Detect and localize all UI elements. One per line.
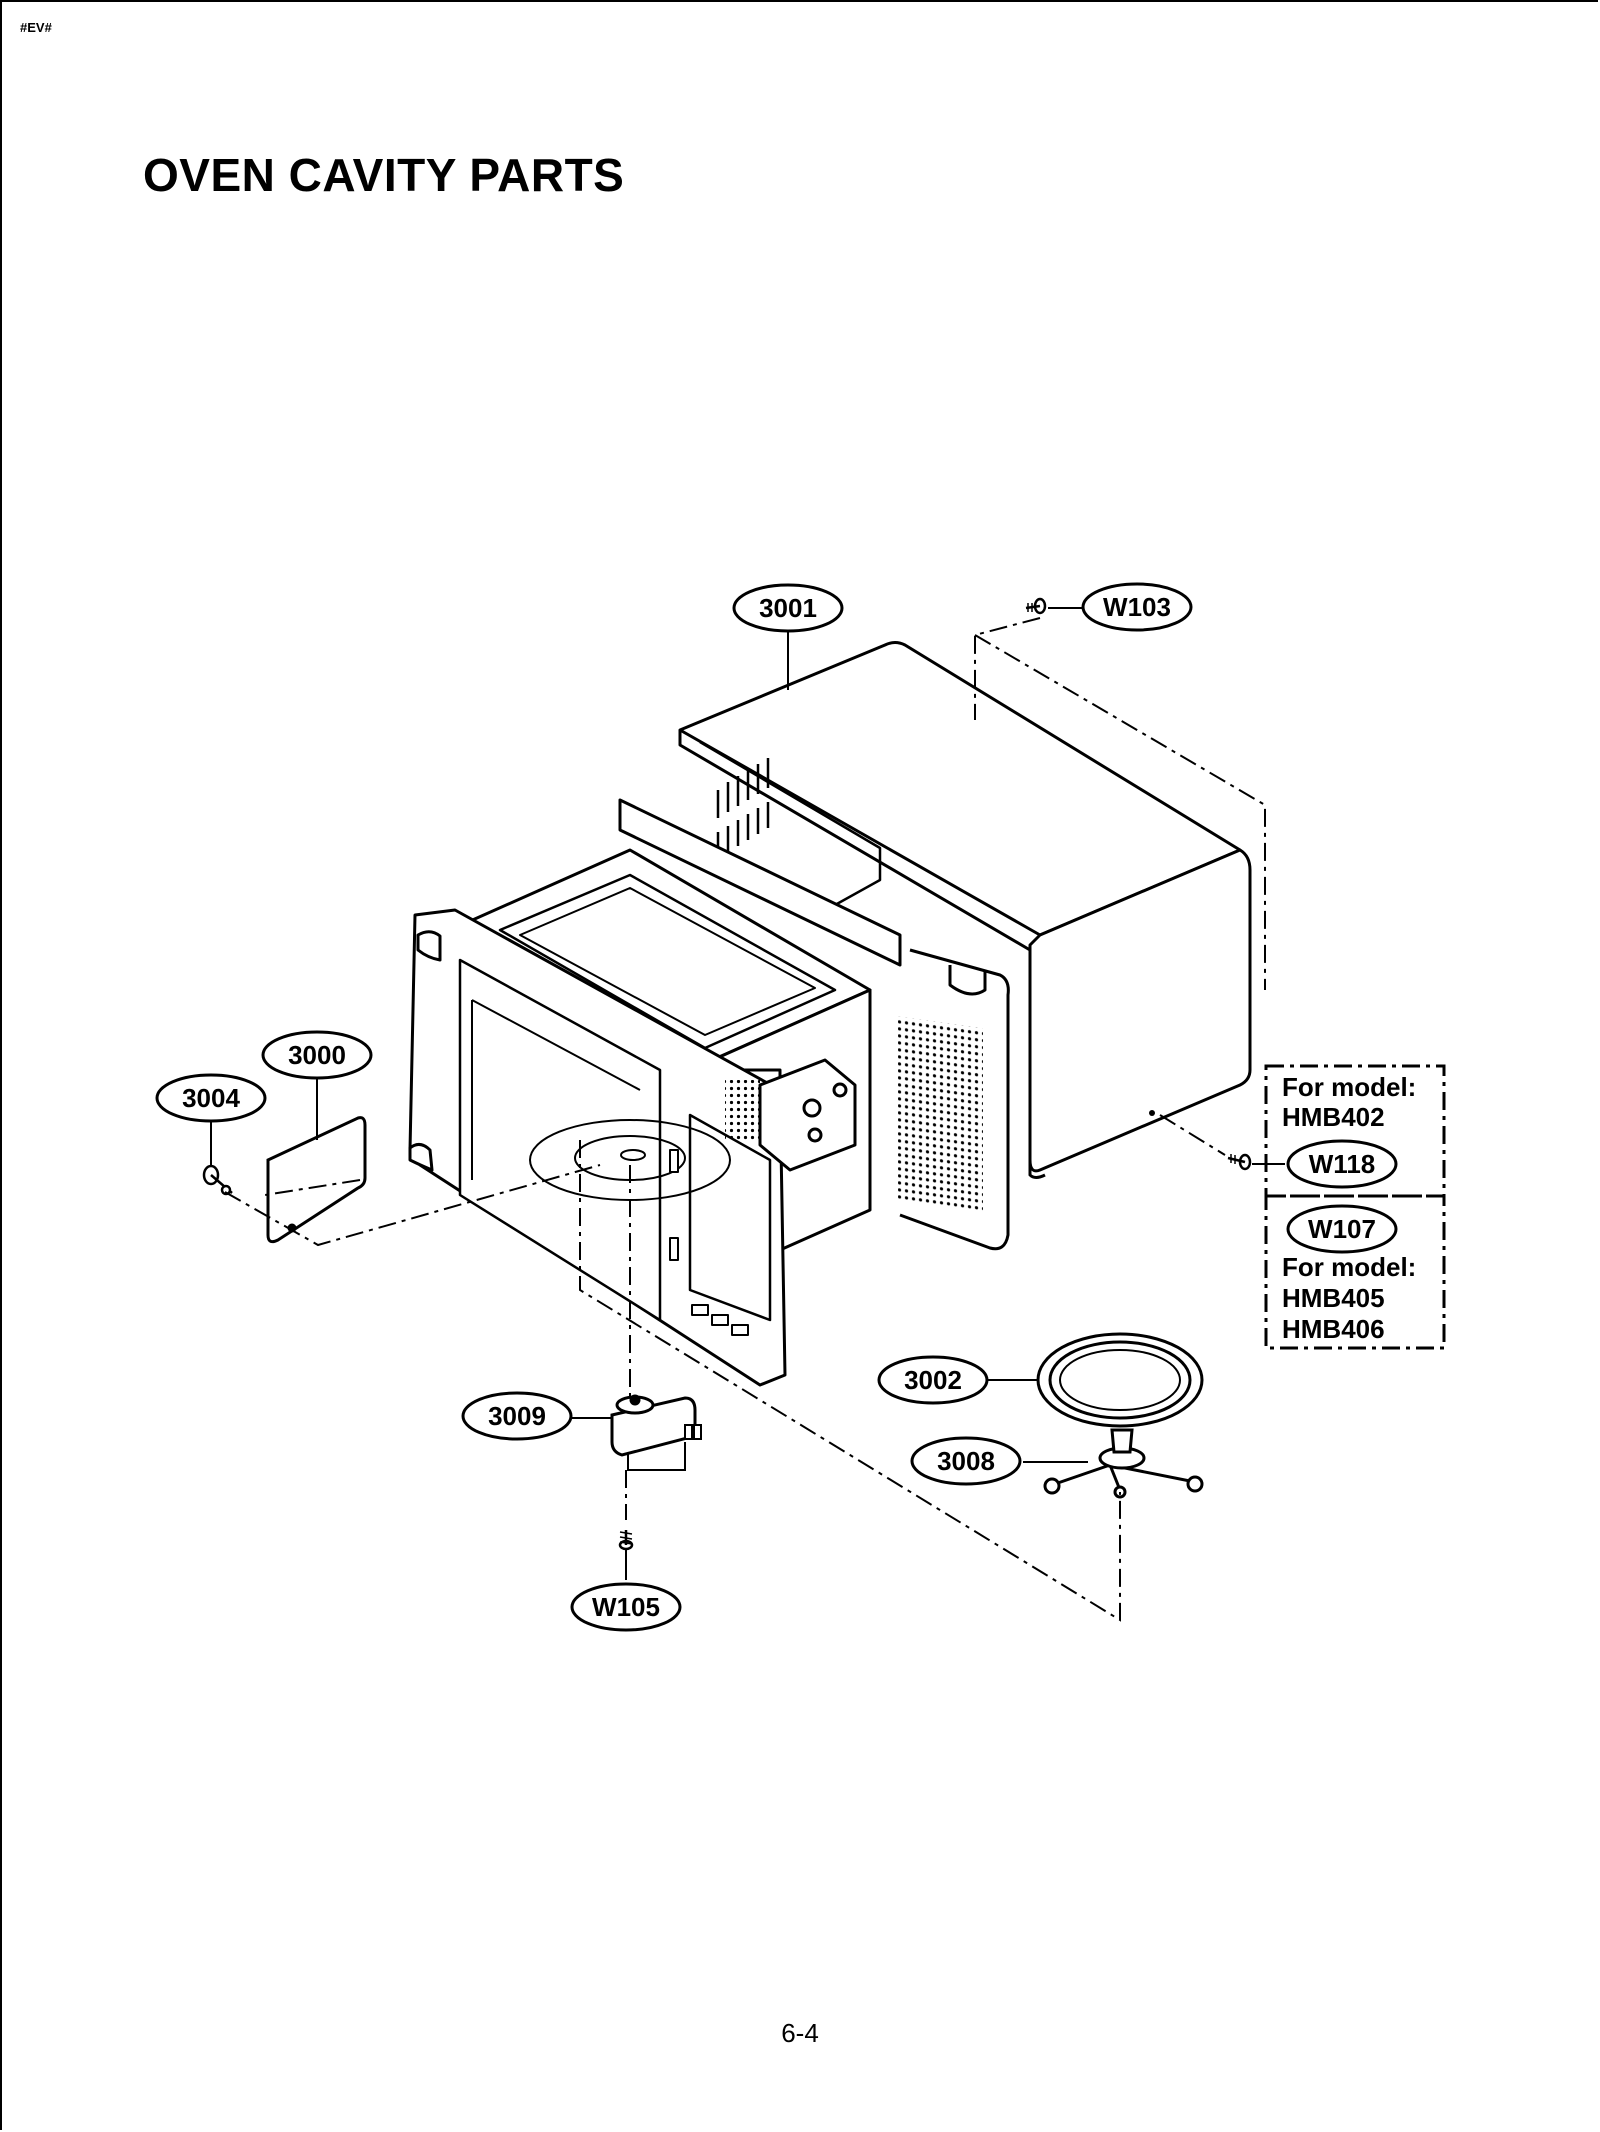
roller-guide bbox=[1043, 1428, 1204, 1499]
glass-tray bbox=[1036, 1332, 1204, 1428]
svg-text:W118: W118 bbox=[1309, 1149, 1376, 1179]
callout-3008: 3008 bbox=[910, 1436, 1022, 1486]
svg-text:3002: 3002 bbox=[904, 1365, 962, 1395]
callout-3001: 3001 bbox=[732, 583, 844, 633]
svg-text:W107: W107 bbox=[1308, 1214, 1376, 1244]
svg-text:For model:: For model: bbox=[1282, 1072, 1416, 1102]
screw-w118 bbox=[1227, 1153, 1252, 1171]
callout-3000: 3000 bbox=[261, 1030, 373, 1080]
callout-3009: 3009 bbox=[461, 1391, 573, 1441]
page-code: #EV# bbox=[20, 20, 52, 35]
svg-text:HMB402: HMB402 bbox=[1282, 1102, 1385, 1132]
screw-3004 bbox=[202, 1164, 233, 1196]
model-note-upper: For model: HMB402 bbox=[1282, 1072, 1416, 1132]
callout-3002: 3002 bbox=[877, 1355, 989, 1405]
callout-w118: W118 bbox=[1286, 1139, 1398, 1189]
callout-w107: W107 bbox=[1286, 1204, 1398, 1254]
svg-text:W103: W103 bbox=[1103, 592, 1171, 622]
svg-text:3000: 3000 bbox=[288, 1040, 346, 1070]
page-title: OVEN CAVITY PARTS bbox=[143, 149, 625, 201]
svg-text:3004: 3004 bbox=[182, 1083, 240, 1113]
svg-text:3008: 3008 bbox=[937, 1446, 995, 1476]
callout-3004: 3004 bbox=[155, 1073, 267, 1123]
screw-w105 bbox=[618, 1530, 634, 1551]
oven-cavity bbox=[408, 798, 1010, 1387]
turntable-motor bbox=[610, 1394, 702, 1471]
svg-text:For model:: For model: bbox=[1282, 1252, 1416, 1282]
svg-text:HMB405: HMB405 bbox=[1282, 1283, 1385, 1313]
assembly-lines bbox=[224, 617, 1266, 1622]
model-note-lower: For model: HMB405 HMB406 bbox=[1282, 1252, 1416, 1344]
svg-text:W105: W105 bbox=[592, 1592, 660, 1622]
outer-cabinet bbox=[678, 641, 1252, 1179]
model-note-box bbox=[1264, 1064, 1446, 1350]
svg-text:3009: 3009 bbox=[488, 1401, 546, 1431]
screw-w103 bbox=[1025, 597, 1047, 615]
callout-w105: W105 bbox=[570, 1582, 682, 1632]
callout-w103: W103 bbox=[1081, 582, 1193, 632]
page-number: 6-4 bbox=[781, 2018, 819, 2048]
svg-text:3001: 3001 bbox=[759, 593, 817, 623]
svg-text:HMB406: HMB406 bbox=[1282, 1314, 1385, 1344]
